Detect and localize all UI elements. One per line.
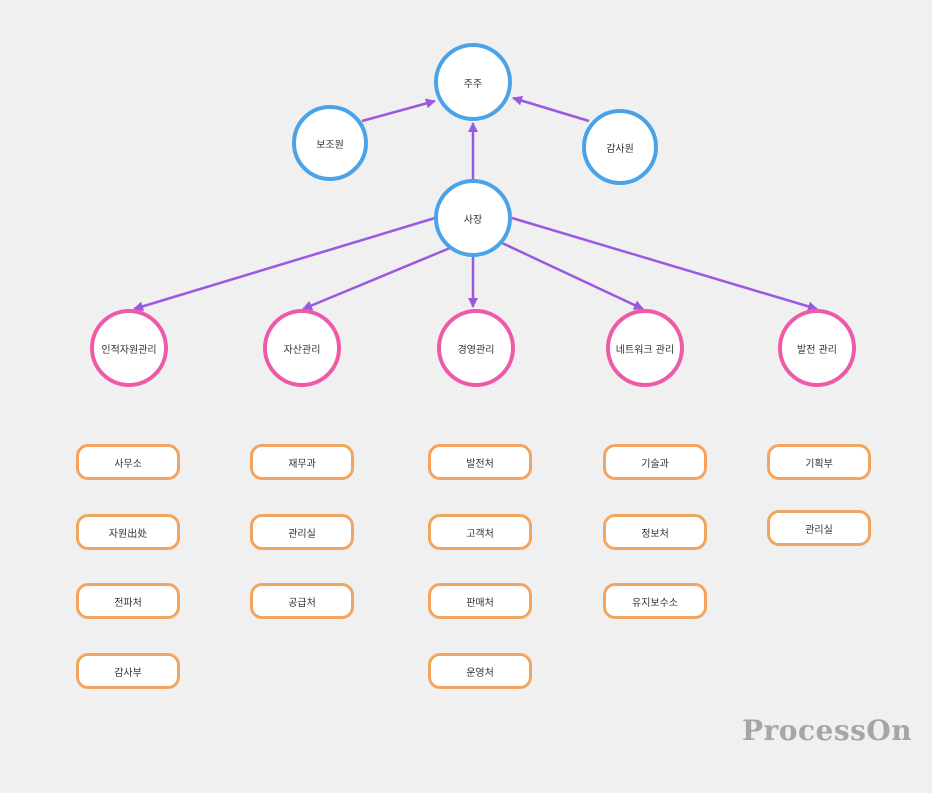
department-label: 정보처	[641, 528, 669, 540]
department-box[interactable]: 유지보수소	[603, 583, 707, 619]
arrow-president-to-hr	[133, 216, 436, 312]
arrow-president-to-assets	[302, 246, 451, 311]
department-label: 관리실	[805, 524, 833, 536]
department-label: 운영처	[466, 667, 494, 679]
department-box[interactable]: 감사부	[76, 653, 180, 689]
department-label: 전파처	[114, 597, 142, 609]
division-assets-node[interactable]: 자산관리	[263, 309, 341, 387]
department-box[interactable]: 고객처	[428, 514, 532, 550]
shareholders-node[interactable]: 주주	[434, 43, 512, 121]
auditor-node[interactable]: 감사원	[582, 109, 658, 185]
assistant-label: 보조원	[316, 139, 344, 151]
department-label: 자원出处	[108, 528, 148, 540]
department-label: 관리실	[288, 528, 316, 540]
department-box[interactable]: 공급처	[250, 583, 354, 619]
division-hr-label: 인적자원관리	[101, 344, 157, 356]
department-label: 사무소	[114, 458, 142, 470]
division-generation-label: 발전 관리	[797, 344, 837, 356]
department-box[interactable]: 관리실	[250, 514, 354, 550]
department-box[interactable]: 운영처	[428, 653, 532, 689]
arrow-auditor-to-shareholders	[512, 95, 590, 123]
division-assets-label: 자산관리	[283, 344, 321, 356]
department-box[interactable]: 판매처	[428, 583, 532, 619]
department-label: 발전처	[466, 458, 494, 470]
division-management-node[interactable]: 경영관리	[437, 309, 515, 387]
department-box[interactable]: 사무소	[76, 444, 180, 480]
president-node[interactable]: 사장	[434, 179, 512, 257]
processon-watermark: ProcessOn	[742, 714, 913, 747]
department-label: 감사부	[114, 667, 142, 679]
department-box[interactable]: 자원出处	[76, 514, 180, 550]
department-box[interactable]: 기술과	[603, 444, 707, 480]
president-label: 사장	[463, 214, 483, 226]
assistant-node[interactable]: 보조원	[292, 105, 368, 181]
department-box[interactable]: 발전처	[428, 444, 532, 480]
department-label: 유지보수소	[632, 597, 678, 609]
department-label: 기술과	[641, 458, 669, 470]
department-label: 공급처	[288, 597, 316, 609]
department-box[interactable]: 재무과	[250, 444, 354, 480]
division-management-label: 경영관리	[457, 344, 495, 356]
shareholders-label: 주주	[463, 78, 483, 90]
department-box[interactable]: 관리실	[767, 510, 871, 546]
arrow-assistant-to-shareholders	[361, 98, 436, 123]
department-label: 고객처	[466, 528, 494, 540]
division-network-label: 네트워크 관리	[615, 344, 675, 356]
department-label: 기획부	[805, 458, 833, 470]
division-network-node[interactable]: 네트워크 관리	[606, 309, 684, 387]
department-box[interactable]: 전파처	[76, 583, 180, 619]
arrow-president-to-generation	[511, 216, 818, 312]
arrow-president-to-network	[501, 241, 644, 311]
division-generation-node[interactable]: 발전 관리	[778, 309, 856, 387]
division-hr-node[interactable]: 인적자원관리	[90, 309, 168, 387]
auditor-label: 감사원	[606, 143, 634, 155]
department-label: 재무과	[288, 458, 316, 470]
department-box[interactable]: 정보처	[603, 514, 707, 550]
department-box[interactable]: 기획부	[767, 444, 871, 480]
department-label: 판매처	[466, 597, 494, 609]
